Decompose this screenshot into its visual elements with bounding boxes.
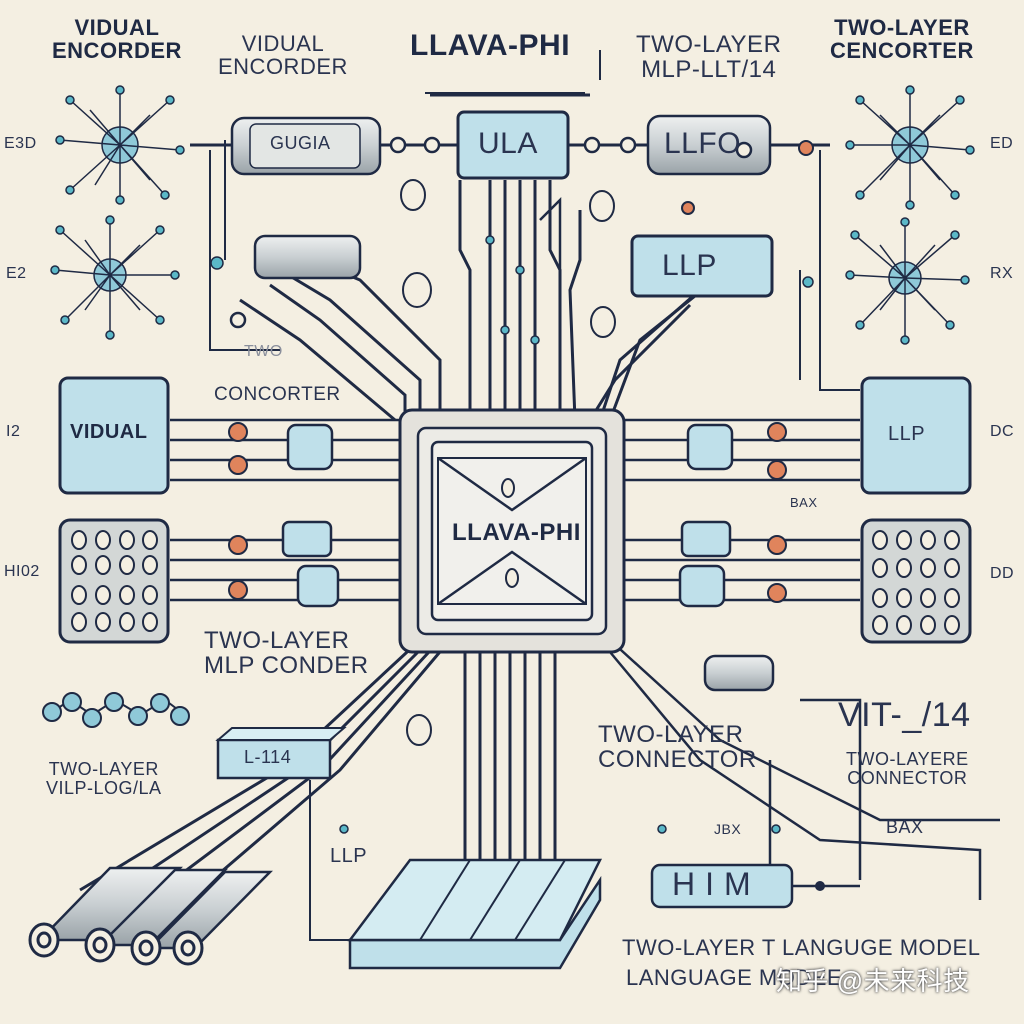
left-grid-dots — [71, 530, 158, 632]
central-chip — [398, 408, 626, 654]
right-grid-dots — [872, 530, 960, 635]
bottom-center-block — [347, 858, 603, 970]
neuron-cluster-top-right — [845, 85, 975, 210]
side-mark-right-4: DD — [990, 565, 1015, 582]
label-jbx: JBX — [714, 821, 742, 837]
side-mark-left-4: HI02 — [4, 563, 40, 580]
label-mim: HIM — [672, 866, 761, 902]
label-bax-right: BAX — [886, 817, 924, 837]
label-two-layer-mlp: TWO-LAYER MLP CONDER — [204, 627, 369, 680]
box-label-top-right-cylinder: LLFO — [664, 127, 742, 160]
top-center-box — [456, 110, 570, 180]
side-mark-left-1: E3D — [4, 135, 37, 152]
small-nodes — [210, 256, 814, 834]
label-top-mlp: TWO-LAYER MLP-LLT/14 — [636, 31, 782, 84]
mim-box — [650, 863, 860, 909]
neuron-cluster-mid-right — [845, 217, 970, 345]
box-label-left-vidual: VIDUAL — [70, 421, 148, 443]
top-left-cylinder — [230, 116, 382, 176]
label-two-layer-connector-right: TWO-LAYERE CONNECTOR — [846, 749, 969, 788]
right-small-module — [703, 654, 775, 692]
label-top-left-encoder: VIDUAL ENCORDER — [52, 15, 182, 64]
label-language-model: LANGUAGE MODEE — [626, 965, 843, 990]
box-label-right-llp: LLP — [662, 249, 717, 282]
box-label-right-box: LLP — [888, 423, 926, 445]
left-vidual-box — [58, 376, 170, 495]
wires-right-horizontal — [625, 418, 860, 602]
label-top-left-encoder-2: VIDUAL ENCORDER — [218, 31, 348, 80]
right-llp-box — [630, 234, 774, 298]
label-concorter: CONCORTER — [214, 384, 341, 405]
neuron-cluster-mid-left — [50, 215, 180, 340]
page-title: LLAVA-PHI — [410, 29, 571, 62]
box-label-lower-left-block: L-114 — [244, 747, 292, 767]
molecule-chain — [42, 692, 190, 728]
neuron-cluster-top-left — [55, 85, 185, 205]
lower-left-block — [215, 727, 347, 780]
side-mark-left-2: E2 — [6, 265, 27, 282]
box-label-top-center: ULA — [478, 127, 538, 160]
right-grid-block — [860, 518, 972, 644]
accent-nodes-orange — [681, 140, 814, 215]
label-two-faint: TWO — [244, 343, 283, 360]
wires-right-upper — [568, 210, 716, 421]
right-llp-box-2 — [860, 376, 972, 495]
side-mark-left-3: I2 — [6, 423, 21, 440]
box-label-top-left-cylinder: GUGIA — [270, 133, 331, 153]
label-llp-bottom: LLP — [330, 845, 368, 867]
lower-left-cylinder-ends — [28, 922, 204, 966]
right-modules — [678, 423, 734, 608]
wires-bottom-bundle — [463, 640, 557, 860]
label-left-two-layer-vlp: TWO-LAYER VILP-LOG/LA — [46, 759, 162, 798]
left-modules — [281, 423, 340, 608]
chip-label: LLAVA-PHI — [452, 519, 581, 546]
wire-bundle-top — [458, 180, 562, 415]
wires-left-upper — [239, 253, 442, 422]
label-top-right-concorter: TWO-LAYER CENCORTER — [830, 15, 974, 64]
label-two-layer-language: TWO-LAYER T LANGUGE MODEL — [622, 935, 981, 960]
label-bax-small: BAX — [790, 495, 818, 510]
wire-bundle-top-dots — [485, 235, 540, 345]
mid-left-cylinder — [253, 234, 362, 280]
oval-nodes — [400, 179, 616, 746]
orange-nodes-left — [228, 422, 248, 600]
watermark: 知乎 @未来科技 — [776, 966, 970, 996]
label-vit: VIT-_/14 — [838, 696, 971, 734]
side-mark-right-1: ED — [990, 135, 1014, 152]
side-mark-right-2: RX — [990, 265, 1014, 282]
side-mark-right-3: DC — [990, 423, 1015, 440]
top-connector-nodes — [229, 136, 753, 329]
wires-left-horizontal — [170, 418, 400, 602]
left-grid-block — [58, 518, 170, 644]
title-underline — [425, 50, 601, 94]
label-two-layer-connector: TWO-LAYER CONNECTOR — [598, 721, 757, 774]
top-right-cylinder — [646, 114, 772, 176]
